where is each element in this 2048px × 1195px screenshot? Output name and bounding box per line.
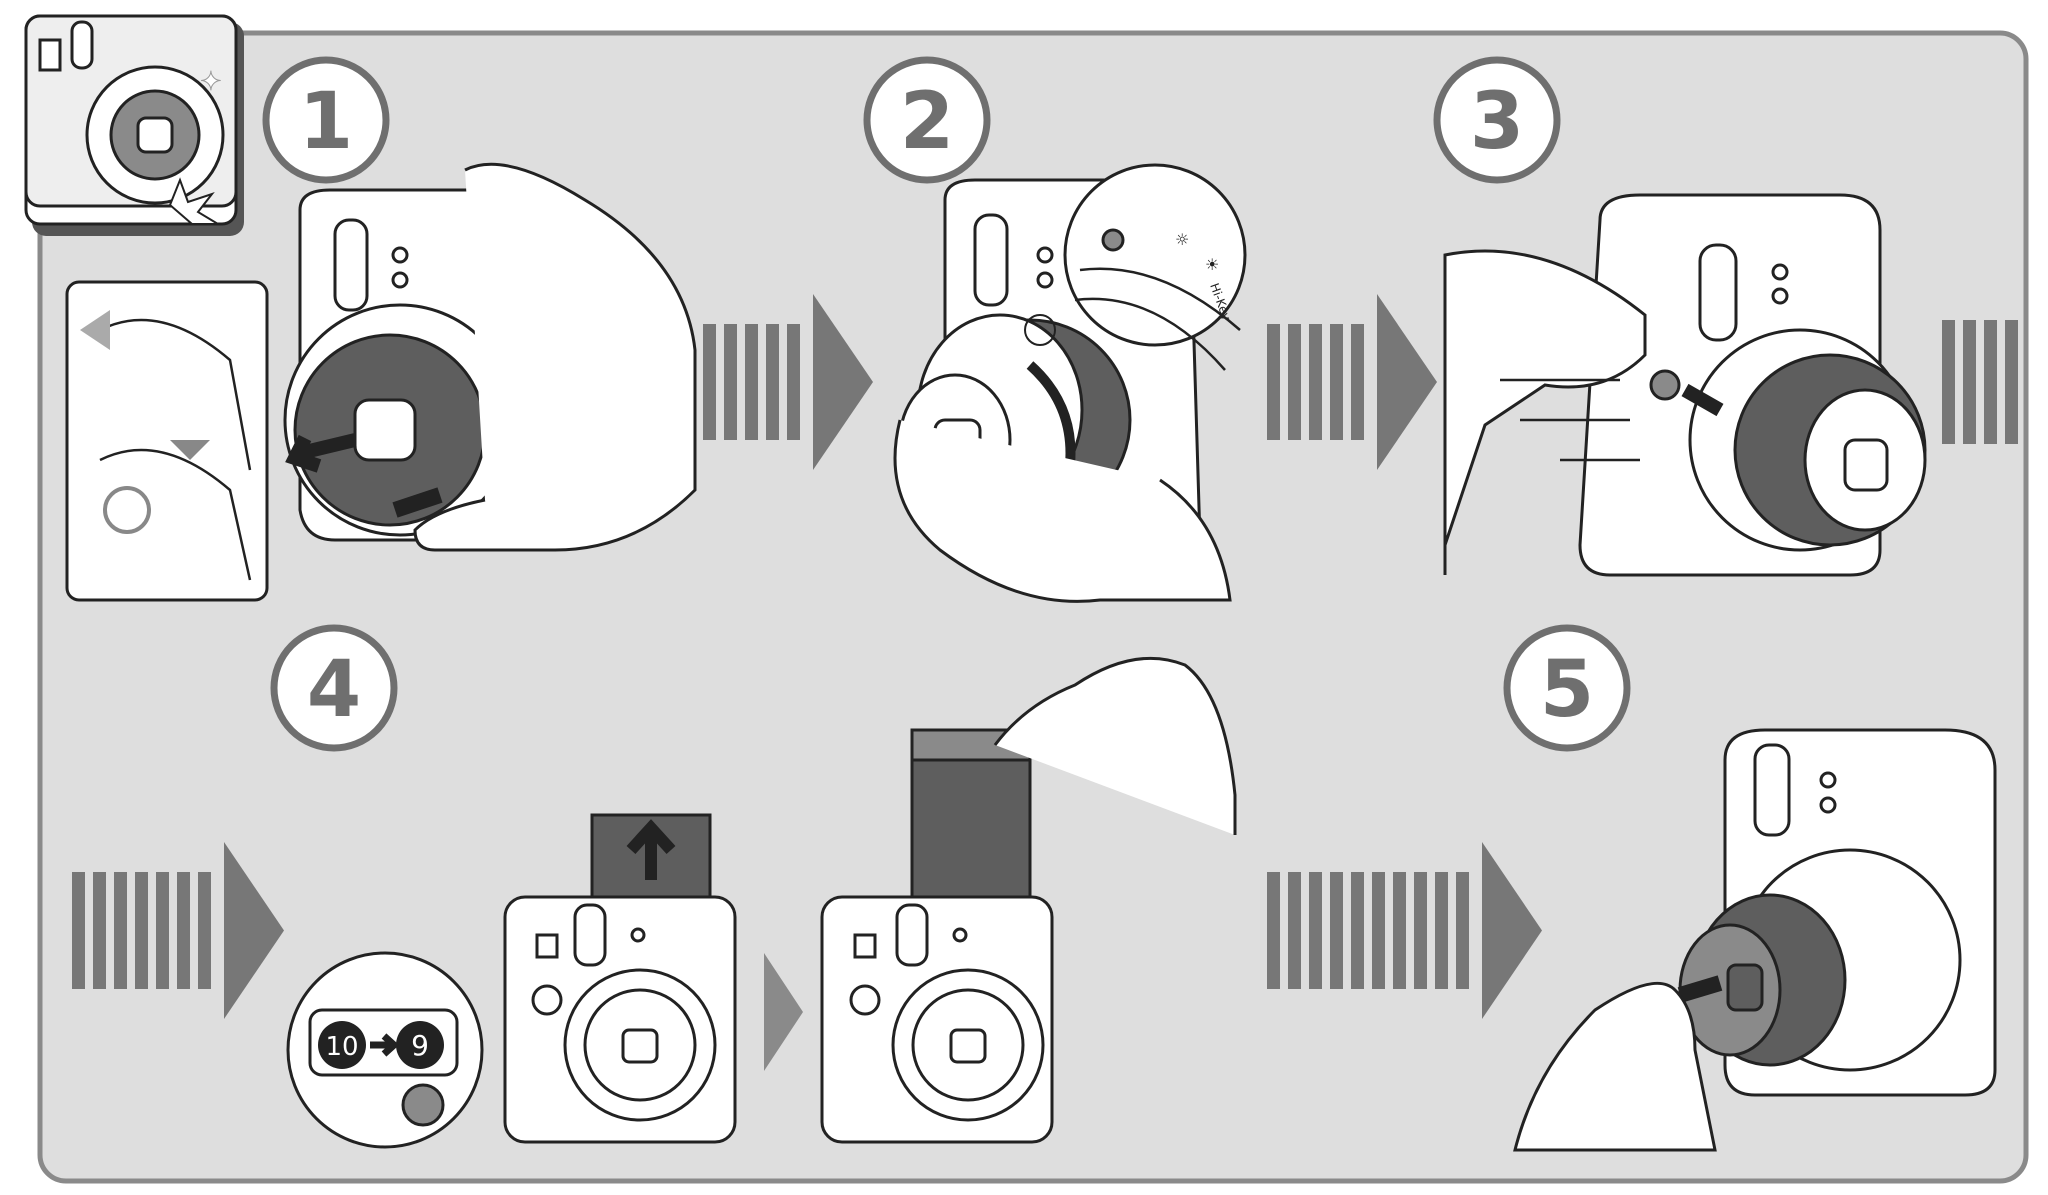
arrow-stripe [114,872,127,989]
arrow-head [1377,294,1437,470]
step-5-camera-illustration [1513,728,1997,1152]
step-5-number: 5 [1540,645,1594,735]
arrow-stripe [703,324,716,440]
next-arrow-continue-4 [72,842,284,1019]
arrow-stripe [135,872,148,989]
arrow-stripe [198,872,211,989]
arrow-stripe [1309,324,1322,440]
step-3-number: 3 [1470,77,1524,167]
arrow-stripe [1942,320,1955,444]
arrow-stripe [1288,324,1301,440]
svg-text:✦: ✦ [200,67,222,97]
arrow-stripe [1435,872,1448,989]
arrow-stripe [1267,324,1280,440]
next-arrow-2-3 [1267,294,1437,470]
step-2-number: 2 [900,77,954,167]
next-arrow-3-continue [1942,320,2018,444]
arrow-stripe [1963,320,1976,444]
step-2-camera-illustration: Hi-Key ☼ ☀ [893,163,1247,603]
arrow-stripe [1330,872,1343,989]
arrow-stripe [2005,320,2018,444]
bright-sun-icon: ☀ [1205,255,1219,274]
arrow-stripe [787,324,800,440]
arrow-stripe [1984,320,1997,444]
step-2-badge: 2 [863,56,991,184]
step-4-camera-photo-removed [820,656,1237,1144]
arrow-stripe [745,324,758,440]
arrow-head [224,842,284,1019]
step-4-badge: 4 [270,624,398,752]
step-1-badge: 1 [262,56,390,184]
small-arrow-eject [764,953,803,1071]
arrow-stripe [1393,872,1406,989]
arrow-stripe [156,872,169,989]
counter-after: 9 [411,1029,429,1062]
arrow-stripe [1309,872,1322,989]
next-arrow-1-2 [703,294,873,470]
step-4-number: 4 [307,645,361,735]
step-5-badge: 5 [1503,624,1631,752]
arrow-head [813,294,873,470]
arrow-stripe [72,872,85,989]
arrow-stripe [177,872,190,989]
arrow-stripe [1267,872,1280,989]
counter-before: 10 [325,1032,358,1062]
arrow-stripe [93,872,106,989]
step-3-camera-illustration [1443,193,1927,577]
step-4-camera-ejecting: 10 9 [286,813,737,1149]
step-1-number: 1 [299,77,353,167]
camera-thumbnail-icon: ✦ [24,14,244,236]
sun-icon: ☼ [1175,230,1189,249]
arrow-stripe [1456,872,1469,989]
arrow-stripe [1414,872,1427,989]
arrow-head [1482,842,1542,1019]
arrow-stripe [1351,324,1364,440]
arrow-stripe [766,324,779,440]
arrow-stripe [1330,324,1343,440]
step-3-badge: 3 [1433,56,1561,184]
arrow-stripe [1372,872,1385,989]
arrow-stripe [724,324,737,440]
step-1-camera-illustration [65,162,697,602]
next-arrow-4-5 [1267,842,1542,1019]
arrow-stripe [1288,872,1301,989]
arrow-stripe [1351,872,1364,989]
